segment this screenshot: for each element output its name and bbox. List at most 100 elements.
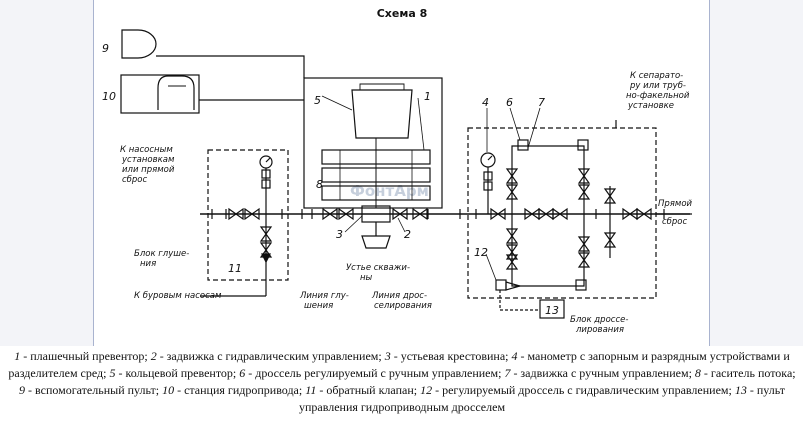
legend-number: 13 [734,383,747,397]
pump-units-label-3: или прямой [122,165,175,175]
legend-number: 2 [150,349,157,363]
separator-label-3: но-факельной [626,91,690,101]
ref-number-3: 3 [336,228,343,241]
choke-line-label-2: селирования [374,301,432,311]
legend-number: 5 [109,366,116,380]
manual-choke-6 [517,139,529,151]
choke-control-panel-13 [539,299,565,319]
gate-valve [392,207,408,221]
gate-valve [490,207,506,221]
legend-number: 9 [19,383,26,397]
ref-number-8: 8 [316,178,323,191]
choke-line-valve [505,168,519,184]
separator-label-1: К сепарато- [630,71,683,81]
direct-discharge-label-1: Прямой [658,199,693,209]
wellhead-label-2: ны [360,273,373,283]
right-margin-panel [710,0,803,346]
ref-number-6: 6 [506,96,513,109]
kill-block-frame [207,149,289,281]
choke-line-valve [505,244,519,260]
legend-number: 1 [14,349,21,363]
kill-block-label-2: ния [140,259,156,269]
gate-valve [244,207,260,221]
bypass-valve [603,232,617,248]
kill-line-valve [259,226,273,242]
kill-line-valve [259,242,273,258]
bypass-valve [603,188,617,204]
choke-line-label-1: Линия дрос- [371,291,427,301]
legend-text: - манометр с запорным и разрядным устрой… [8,349,790,380]
gate-valve [322,207,338,221]
gate-valve [412,207,428,221]
pump-units-label-1: К насосным [120,145,173,155]
wellhead-equipment-schematic: Схема 8 ФонтАрм [102,7,693,335]
legend-number: 6 [239,366,246,380]
separator-label-2: ру или труб- [629,81,686,91]
gate-valve [228,207,244,221]
pump-units-label-2: установкам [121,155,175,165]
kill-line-label-1: Линия глу- [299,291,349,301]
page-border-left [93,0,94,346]
legend-number: 10 [162,383,175,397]
legend-number: 7 [504,366,511,380]
kill-pressure-gauge [259,155,273,169]
legend-number: 8 [694,366,701,380]
ref-number-9: 9 [102,42,109,55]
choke-line-valve [577,236,591,252]
choke-line-valve [577,252,591,268]
choke-block-label-1: Блок дроссе- [570,315,628,325]
kill-block-label-1: Блок глуше- [134,249,189,259]
legend-text: - устьевая крестовина; [390,349,512,363]
legend-text: - задвижка с ручным управлением; [510,366,695,380]
kill-line-label-2: шения [304,301,333,311]
legend-number: 3 [384,349,391,363]
page-border-right [709,0,710,346]
wellhead-label-1: Устье скважи- [346,263,410,273]
legend-text: - гаситель потока; [700,366,796,380]
bop-stack-box [303,77,443,209]
legend-text: - вспомогательный пульт; [25,383,163,397]
choke-line-valve [505,228,519,244]
ref-number-12: 12 [474,246,488,259]
wellhead-cross-3 [361,205,391,249]
legend-text: - обратный клапан; [316,383,421,397]
hydraulic-station-10 [120,74,200,114]
ref-number-13: 13 [545,304,559,317]
main-line-valves [211,168,665,270]
choke-block-label-2: лирования [575,325,624,335]
ref-number-2: 2 [404,228,411,241]
legend-number: 11 [305,383,317,397]
legend-number: 4 [511,349,518,363]
ref-number-7: 7 [538,96,545,109]
annular-preventer-5 [351,83,413,139]
legend-text: - пульт управления гидроприводным дроссе… [298,383,785,414]
gate-valve [552,207,568,221]
ref-number-1: 1 [424,90,431,103]
ref-number-5: 5 [314,94,321,107]
legend-text: - дроссель регулируемый с ручным управле… [245,366,505,380]
choke-block-frame [467,127,657,299]
ref-number-4: 4 [482,96,489,109]
auxiliary-control-panel-9 [121,29,157,59]
choke-line-valve [577,168,591,184]
legend-text: - регулируемый дроссель с гидравлическим… [432,383,735,397]
choke-line-valve [505,254,519,270]
hydraulic-choke-12 [495,279,507,291]
control-line-9 [156,55,305,64]
choke-line-valve [505,184,519,200]
ref-number-10: 10 [102,90,116,103]
legend-text: - кольцевой превентор; [115,366,240,380]
figure-legend: 1 - плашечный превентор; 2 - задвижка с … [6,348,798,416]
watermark-text: ФонтАрм [350,182,429,200]
gate-valve [636,207,652,221]
check-valve-11 [261,253,271,264]
legend-text: - задвижка с гидравлическим управлением; [156,349,385,363]
legend-number: 12 [420,383,433,397]
schematic-title: Схема 8 [377,7,428,20]
left-margin-panel [0,0,93,346]
ref-number-11: 11 [228,262,242,275]
direct-discharge-label-2: сброс [662,217,688,227]
drill-pumps-label: К буровым насосам [134,291,222,301]
choke-line-valve [577,184,591,200]
legend-text: - станция гидропривода; [174,383,306,397]
